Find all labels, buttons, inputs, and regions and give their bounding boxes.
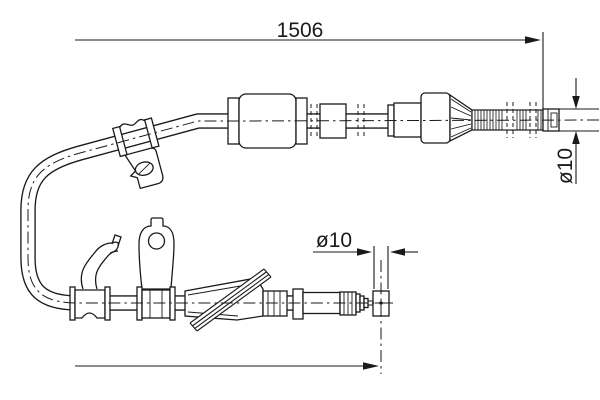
rubber-boot-ribs	[450, 98, 472, 138]
mounting-hole	[147, 232, 166, 250]
d10-mid-extension-lines	[373, 246, 389, 289]
d10-mid-label: ø10	[316, 229, 352, 252]
dimension-d10-mid: ø10	[313, 229, 418, 289]
guide-block1-body	[74, 289, 106, 319]
end-extension-lines	[559, 108, 599, 132]
clamp-band-right	[143, 117, 160, 149]
mounting-tab-bracket	[138, 217, 175, 290]
guide-block1-left-flange	[69, 286, 76, 321]
spring-clip-tip	[109, 241, 120, 254]
d10-right-label: ø10	[554, 148, 577, 184]
dimension-bottom	[75, 362, 379, 370]
end-housing-cylinder	[420, 92, 451, 144]
dimension-d10-right: ø10	[554, 78, 580, 184]
dim-bottom-arrowhead	[363, 362, 379, 370]
spring-clip-tab	[111, 234, 122, 247]
lower-cable-run	[69, 217, 393, 332]
screw-slot	[138, 162, 151, 175]
clamp-strap	[119, 118, 146, 128]
dim-1506-label: 1506	[277, 19, 324, 42]
spring-clip-edge-left	[80, 242, 113, 290]
flange-ring-lower	[292, 288, 304, 320]
spring-clip-bracket	[80, 234, 122, 290]
dimension-1506: 1506	[75, 19, 544, 109]
clamp-band-left	[111, 125, 128, 158]
coil-spring-lines	[189, 268, 272, 332]
guide-block2-ribs	[149, 290, 163, 318]
d10-mid-right-arrowhead	[390, 248, 405, 256]
dim-1506-arrowhead	[525, 36, 541, 44]
cable-clamp-bracket	[111, 117, 164, 190]
d10-right-upper-arrowhead	[572, 96, 580, 109]
d10-right-lower-arrowhead	[572, 131, 580, 144]
coil-spring-band	[189, 268, 272, 332]
guide-block2-body	[141, 289, 171, 319]
upper-cable-run	[111, 92, 599, 190]
d10-mid-left-arrowhead	[357, 248, 372, 256]
centerline-main	[27, 119, 600, 304]
